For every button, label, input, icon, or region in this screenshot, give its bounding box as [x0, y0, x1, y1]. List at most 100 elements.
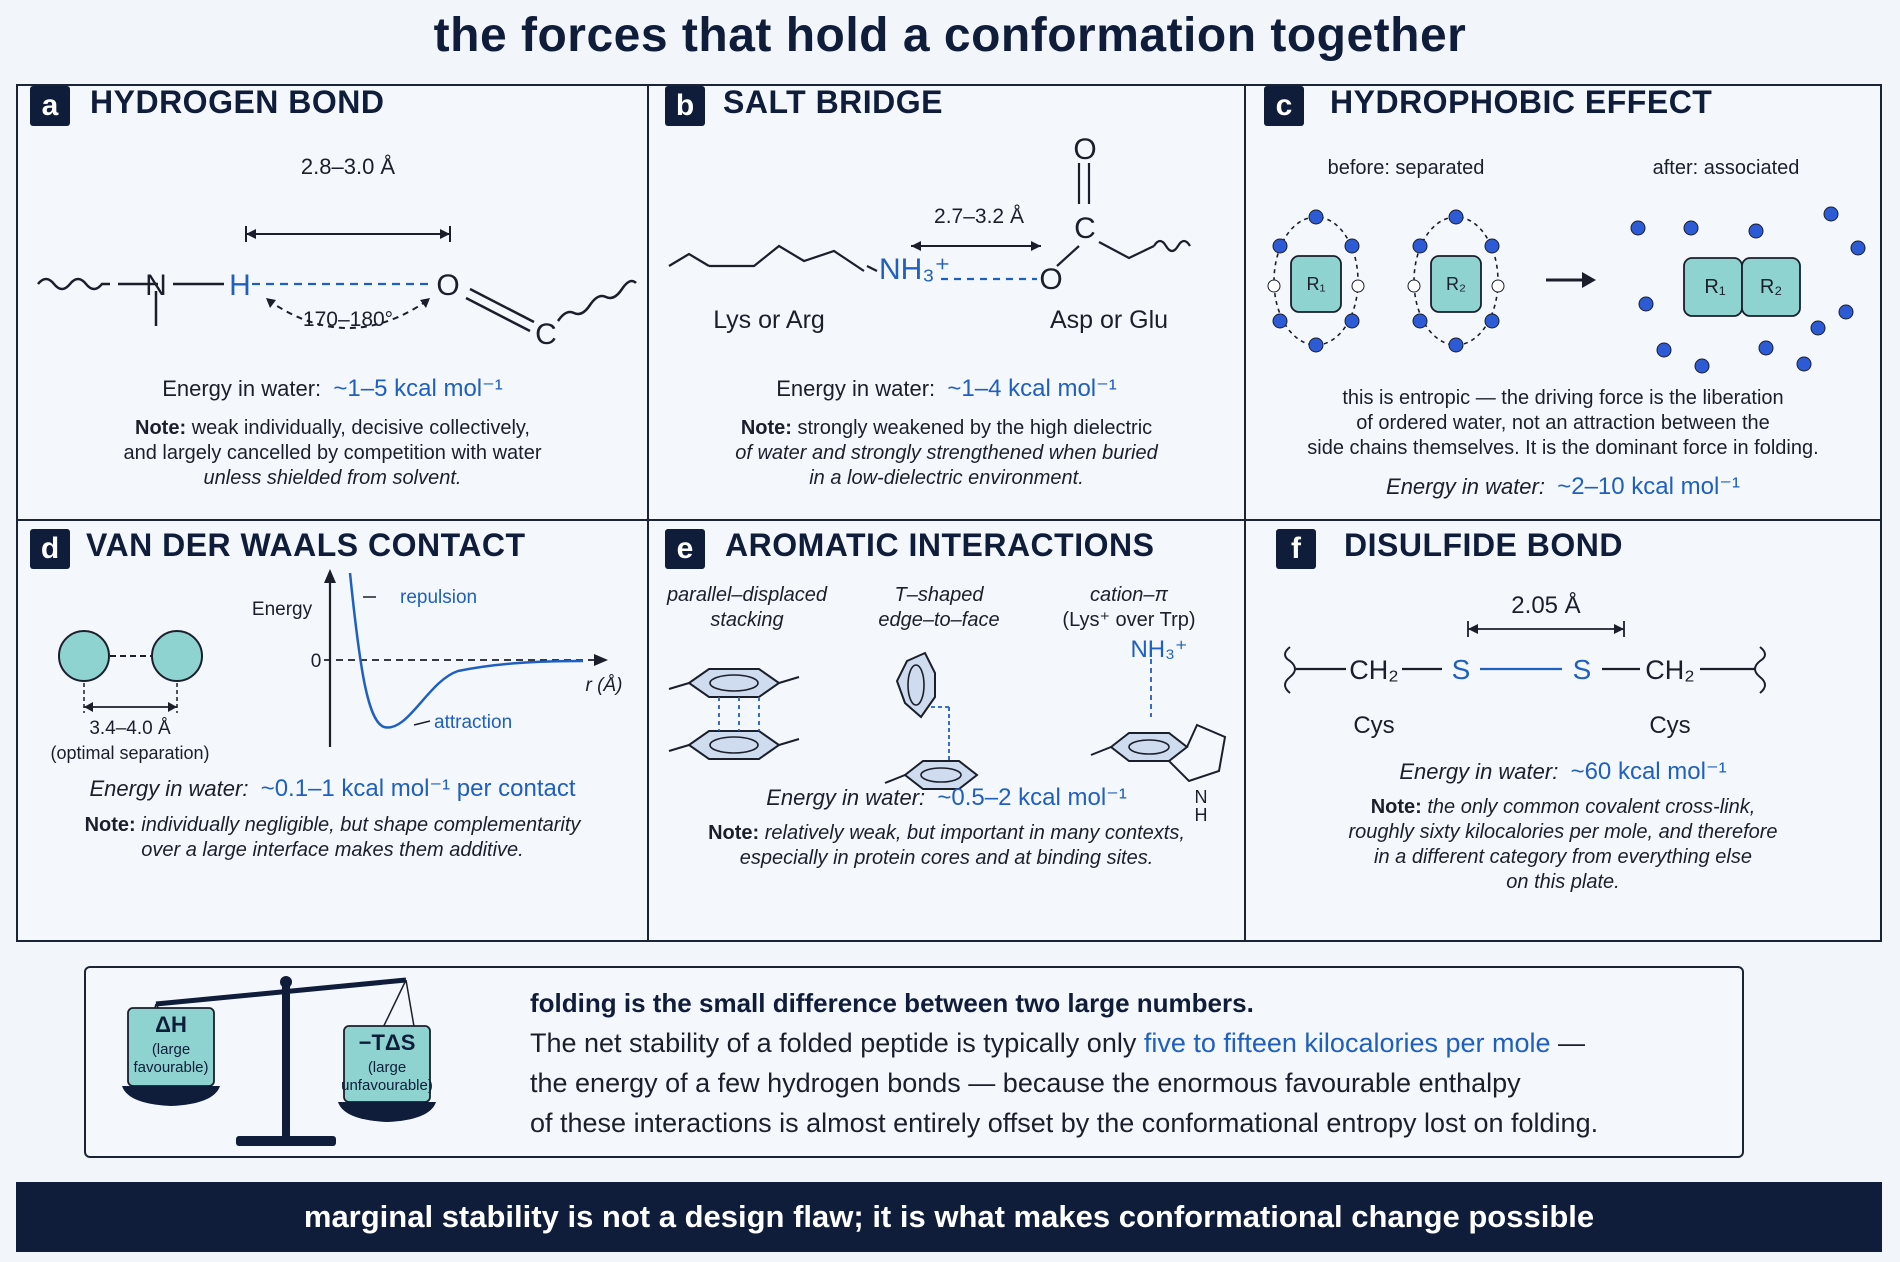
lys-arg-label: Lys or Arg	[713, 306, 825, 334]
note-line: especially in protein cores and at bindi…	[739, 847, 1154, 869]
energy-line: Energy in water: ~2–10 kcal mol⁻¹	[1246, 472, 1880, 501]
panel-letter: f	[1276, 529, 1316, 569]
summary-line: The net stability of a folded peptide is…	[530, 1028, 1585, 1059]
t-shaped-label: T–shaped edge–to–face	[849, 583, 1029, 633]
note-label: Note:	[135, 417, 187, 439]
free-water	[1630, 206, 1866, 374]
panel-letter: e	[665, 529, 705, 569]
note-label: Note:	[1370, 796, 1422, 818]
panel-letter: a	[30, 86, 70, 126]
divider	[18, 519, 1880, 521]
note: Note: the only common covalent cross-lin…	[1246, 795, 1880, 895]
summary-text: —	[1550, 1028, 1586, 1058]
sulfur-left: S	[1452, 654, 1471, 685]
panel-title: DISULFIDE BOND	[1344, 527, 1623, 563]
attraction-label: attraction	[434, 712, 512, 733]
energy-label: Energy in water:	[1399, 759, 1559, 784]
atom-o-top: O	[1073, 133, 1096, 166]
label-line: stacking	[710, 609, 784, 631]
note-line: weak individually, decisive collectively…	[191, 417, 530, 439]
cation-pi-label: cation–π (Lys⁺ over Trp)	[1029, 583, 1229, 633]
summary-line: the energy of a few hydrogen bonds — bec…	[530, 1068, 1521, 1098]
note-line: and largely cancelled by competition wit…	[123, 442, 542, 464]
note-line: in a different category from everything …	[1374, 846, 1752, 868]
energy-label: Energy in water:	[1386, 474, 1545, 499]
stacking-label: parallel–displaced stacking	[657, 583, 837, 633]
energy-line: Energy in water: ~1–4 kcal mol⁻¹	[649, 374, 1244, 403]
label-line: edge–to–face	[878, 609, 1000, 631]
ch2-right: CH₂	[1645, 655, 1694, 685]
hydrophobic-diagram: R₁ R₂ R₁ R₂	[1267, 206, 1866, 374]
energy-label: Energy in water:	[766, 785, 926, 810]
panel-title: VAN DER WAALS CONTACT	[86, 527, 526, 563]
cys-left: Cys	[1353, 712, 1394, 739]
note-label: Note:	[708, 822, 760, 844]
energy-line: Energy in water: ~0.5–2 kcal mol⁻¹	[649, 783, 1244, 812]
note-line: strongly weakened by the high dielectric	[797, 417, 1153, 439]
panel-letter: c	[1264, 86, 1304, 126]
note-line: in a low-dielectric environment.	[809, 467, 1084, 489]
salt-bridge-diagram: 2.7–3.2 Å NH₃⁺ O C O Lys or Arg Asp or G…	[668, 133, 1191, 334]
entropy-symbol: −TΔS	[359, 1030, 416, 1055]
note-line: roughly sixty kilocalories per mole, and…	[1348, 821, 1778, 843]
energy-line: Energy in water: ~60 kcal mol⁻¹	[1246, 757, 1880, 786]
enthalpy-symbol: ΔH	[155, 1012, 187, 1037]
label-line: cation–π	[1090, 584, 1168, 606]
cation-pi	[1090, 659, 1227, 783]
panel-disulfide: f DISULFIDE BOND 2.05 Å CH₂ S S CH₂ Cys …	[1246, 521, 1880, 941]
panel-letter: d	[30, 529, 70, 569]
panel-hydrogen-bond: a HYDROGEN BOND 2.8–3.0 Å 170–180° N H O…	[18, 84, 647, 519]
label-line: T–shaped	[894, 584, 984, 606]
r2-label: R₂	[1760, 276, 1782, 298]
note-line: on this plate.	[1506, 871, 1620, 893]
sulfur-right: S	[1573, 654, 1592, 685]
atom-o: O	[436, 269, 459, 302]
note: Note: strongly weakened by the high diel…	[649, 416, 1244, 491]
energy-label: Energy in water:	[89, 776, 249, 801]
distance-label: 3.4–4.0 Å	[89, 718, 171, 739]
y-axis-label: Energy	[252, 599, 313, 620]
footer-banner: marginal stability is not a design flaw;…	[16, 1182, 1882, 1252]
distance-label: 2.05 Å	[1511, 591, 1580, 619]
note: Note: individually negligible, but shape…	[18, 813, 647, 863]
ch2-left: CH₂	[1349, 655, 1398, 685]
panel-title: AROMATIC INTERACTIONS	[725, 527, 1155, 563]
panel-letter: b	[665, 86, 705, 126]
indole-n: N	[1195, 787, 1208, 807]
r1-label: R₁	[1306, 274, 1325, 294]
distance-label: 2.7–3.2 Å	[934, 205, 1024, 228]
atom-h: H	[229, 269, 251, 302]
energy-value: ~1–4 kcal mol⁻¹	[947, 375, 1117, 402]
r1-label: R₁	[1704, 276, 1725, 298]
explanation: this is entropic — the driving force is …	[1246, 386, 1880, 461]
summary-heading: folding is the small difference between …	[530, 988, 1254, 1018]
panel-van-der-waals: d VAN DER WAALS CONTACT Energy 0 r (Å) r…	[18, 521, 647, 941]
atom-c: C	[1074, 212, 1096, 245]
water-cage	[1267, 209, 1365, 353]
van-der-waals-diagram: Energy 0 r (Å) repulsion attraction 3.4–…	[50, 569, 622, 763]
energy-line: Energy in water: ~0.1–1 kcal mol⁻¹ per c…	[18, 774, 647, 803]
panel-title: SALT BRIDGE	[723, 84, 944, 120]
stacked-rings	[668, 668, 800, 760]
divider	[647, 86, 649, 940]
note-line: relatively weak, but important in many c…	[764, 822, 1185, 844]
entropy-note: (large	[368, 1059, 406, 1076]
summary-line: of these interactions is almost entirely…	[530, 1108, 1599, 1138]
atom-o: O	[1039, 263, 1062, 296]
indole-h: H	[1195, 805, 1208, 825]
note-label: Note:	[84, 814, 136, 836]
balance-scale: ΔH (large favourable) −TΔS (large unfavo…	[122, 976, 436, 1146]
energy-label: Energy in water:	[162, 376, 322, 401]
t-shaped-rings	[884, 651, 979, 790]
distance-label: 2.8–3.0 Å	[301, 154, 396, 179]
atom-n: N	[145, 269, 167, 302]
summary-box: ΔH (large favourable) −TΔS (large unfavo…	[84, 966, 1744, 1158]
cys-right: Cys	[1649, 712, 1690, 739]
panel-title: HYDROPHOBIC EFFECT	[1330, 84, 1713, 120]
disulfide-diagram: 2.05 Å CH₂ S S CH₂ Cys Cys	[1284, 591, 1766, 739]
zero-label: 0	[311, 651, 322, 672]
energy-value: ~1–5 kcal mol⁻¹	[333, 375, 503, 402]
after-label: after: associated	[1652, 157, 1800, 179]
energy-value: ~0.5–2 kcal mol⁻¹	[937, 784, 1127, 811]
panel-hydrophobic-effect: c HYDROPHOBIC EFFECT before: separated a…	[1246, 84, 1880, 519]
